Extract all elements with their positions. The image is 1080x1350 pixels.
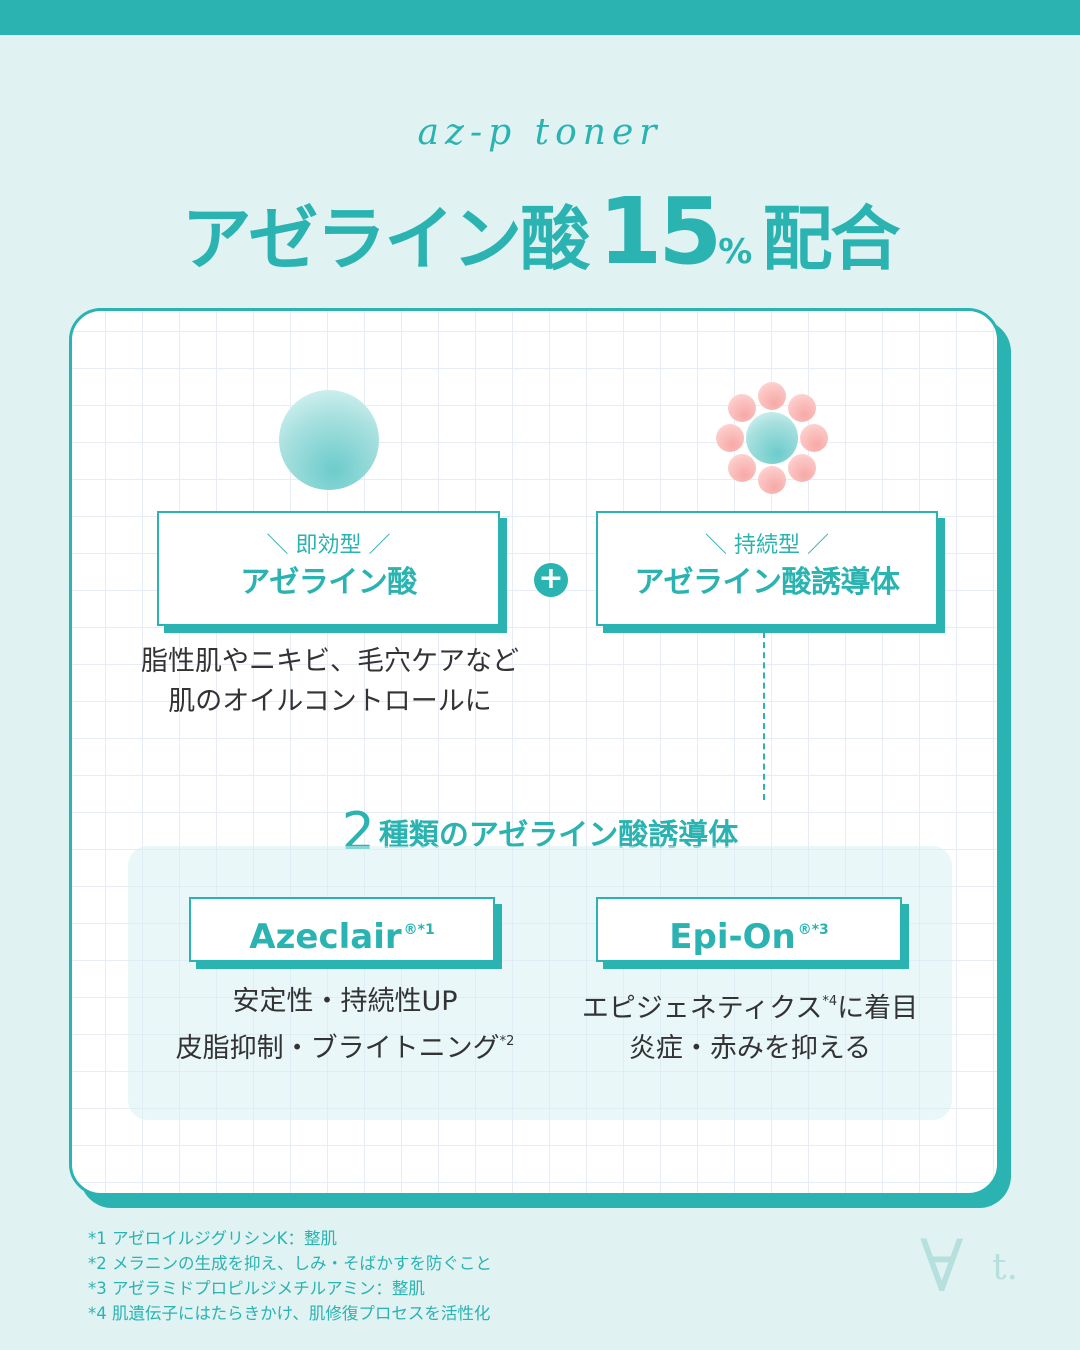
azeclair-label-box: Azeclair®*1	[189, 897, 495, 962]
footnote-2: *2 メラニンの生成を抑え、しみ・そばかすを防ぐこと	[88, 1254, 492, 1273]
footnote-3: *3 アゼラミドプロピルジメチルアミン：整肌	[88, 1279, 425, 1298]
derivatives-panel	[128, 846, 952, 1120]
brand-logo: ∀ t.	[920, 1226, 1030, 1306]
plus-icon: +	[534, 563, 568, 597]
fast-acting-description: 脂性肌やニキビ、毛穴ケアなど 肌のオイルコントロールに	[110, 642, 550, 722]
petal-icon	[788, 394, 816, 422]
petal-icon	[758, 466, 786, 494]
footnote-ref-4: *4	[822, 994, 838, 1009]
sustained-label-box: ＼ 持続型 ／ アゼライン酸誘導体	[596, 511, 938, 626]
epi-on-features: エピジェネティクス*4に着目 炎症・赤みを抑える	[545, 982, 955, 1069]
main-title-suffix: 配合	[762, 198, 900, 280]
azeclair-brand: Azeclair	[249, 917, 402, 957]
main-title-number: 15	[598, 178, 722, 285]
top-accent-bar	[0, 0, 1080, 35]
fast-acting-label-box: ＼ 即効型 ／ アゼライン酸	[157, 511, 500, 626]
azeclair-feature-line-1: 安定性・持続性UP	[232, 986, 458, 1017]
logo-mark: ∀	[920, 1224, 964, 1308]
epi-on-feature-line-1: エピジェネティクス*4に着目	[581, 993, 919, 1024]
petal-icon	[728, 454, 756, 482]
molecule-core	[746, 412, 798, 464]
derivative-name: アゼライン酸誘導体	[634, 565, 900, 600]
fast-acting-type-label: ＼ 即効型 ／	[266, 533, 391, 558]
epi-on-mark: ®*3	[797, 922, 829, 938]
footnote-4: *4 肌遺伝子にはたらきかけ、肌修復プロセスを活性化	[88, 1304, 491, 1323]
azeclair-mark: ®*1	[403, 922, 435, 938]
sustained-type-label: ＼ 持続型 ／	[705, 533, 829, 558]
footnotes: *1 アゼロイルジグリシンK：整肌 *2 メラニンの生成を抑え、しみ・そばかすを…	[88, 1226, 492, 1326]
main-title-prefix: アゼライン酸	[181, 198, 591, 280]
petal-icon	[788, 454, 816, 482]
epi-on-feature-line-2: 炎症・赤みを抑える	[628, 1033, 872, 1064]
petal-icon	[728, 394, 756, 422]
connector-dashed-line	[763, 632, 765, 800]
logo-suffix: t.	[992, 1247, 1018, 1288]
flower-molecule-icon	[712, 378, 832, 498]
product-script-title: az-p toner	[417, 112, 663, 153]
epi-on-label-box: Epi-On®*3	[596, 897, 902, 962]
epi-on-brand: Epi-On	[669, 917, 796, 957]
petal-icon	[716, 424, 744, 452]
description-line-2: 肌のオイルコントロールに	[168, 686, 492, 717]
azeclair-features: 安定性・持続性UP 皮脂抑制・ブライトニング*2	[140, 982, 550, 1069]
footnote-ref-2: *2	[499, 1034, 515, 1049]
petal-icon	[758, 382, 786, 410]
main-title-percent: %	[718, 232, 753, 272]
description-line-1: 脂性肌やニキビ、毛穴ケアなど	[141, 646, 519, 677]
azelaic-acid-name: アゼライン酸	[240, 565, 417, 600]
azeclair-feature-line-2: 皮脂抑制・ブライトニング*2	[175, 1033, 515, 1064]
petal-icon	[800, 424, 828, 452]
single-sphere-icon	[279, 390, 379, 490]
footnote-1: *1 アゼロイルジグリシンK：整肌	[88, 1229, 337, 1248]
